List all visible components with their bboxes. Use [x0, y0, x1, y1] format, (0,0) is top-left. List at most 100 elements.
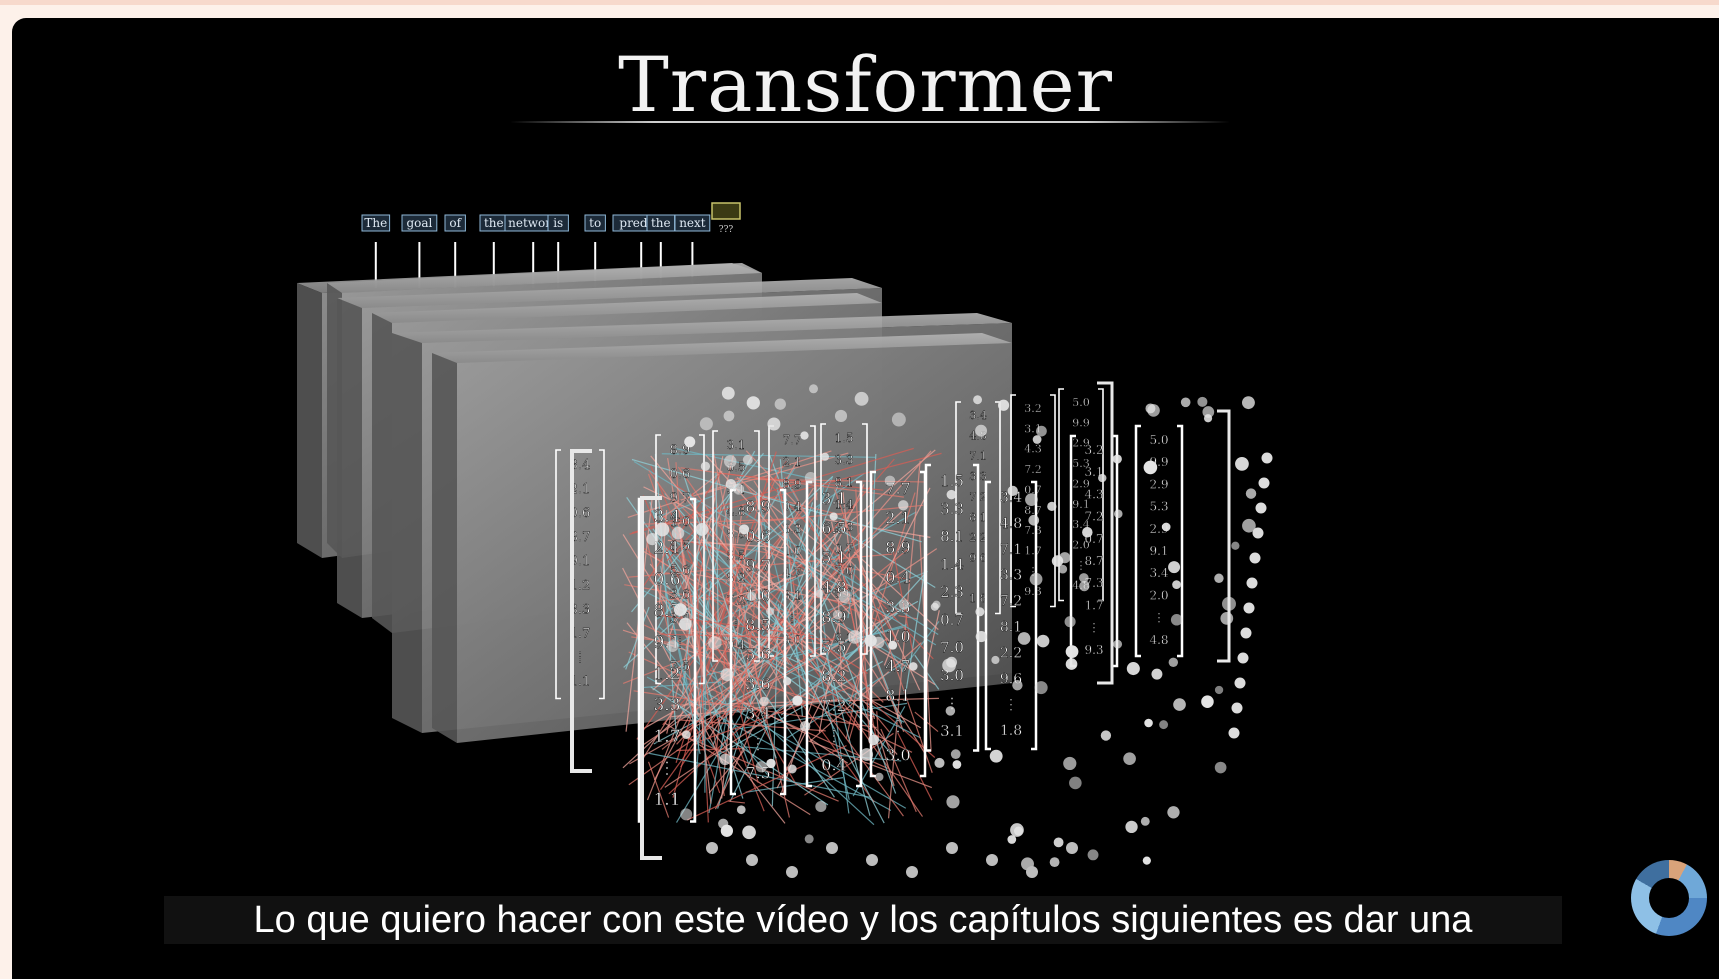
vector-value: 1.4	[834, 498, 853, 512]
vector-value: 5.5	[726, 549, 745, 563]
attention-line	[785, 476, 868, 629]
svg-text:The: The	[364, 216, 387, 230]
vector-value: 3.2	[1024, 402, 1042, 415]
neuron-dot	[1214, 761, 1227, 774]
neuron-dot	[746, 396, 760, 410]
svg-text:goal: goal	[406, 216, 432, 230]
vector-value: 0.4	[726, 638, 745, 652]
neuron-dot	[1034, 681, 1048, 695]
neuron-dot	[975, 607, 985, 617]
neuron-dot	[975, 630, 987, 643]
neuron-dot	[673, 603, 687, 617]
vector-value: 4.3	[1024, 443, 1042, 456]
neuron-dot	[1113, 509, 1123, 519]
attention-line	[776, 487, 850, 801]
vector-value: ⋮	[890, 716, 906, 735]
vector-value: 2.3	[834, 520, 853, 534]
neuron-dot	[767, 417, 781, 431]
attention-line	[625, 606, 650, 670]
vector-value: 3.1	[726, 438, 745, 452]
vector-value: 3.0	[782, 633, 801, 647]
neuron-dot	[1065, 645, 1079, 658]
attention-line	[740, 580, 759, 713]
neuron-dot	[1036, 634, 1050, 648]
neuron-dot	[989, 749, 1003, 763]
attention-line	[667, 539, 786, 549]
neuron-dot	[1036, 425, 1047, 437]
vector-value: 1.7	[570, 626, 591, 641]
neuron-dot	[755, 761, 767, 773]
vector-value: 7.2	[726, 593, 745, 607]
neuron-dot	[952, 760, 962, 769]
vector-value: 3.6	[670, 587, 691, 602]
matrix-bracket-left	[570, 449, 592, 773]
vector-value: 1.7	[653, 727, 680, 747]
attention-line	[681, 511, 917, 643]
neuron-dot	[1258, 477, 1270, 489]
attention-line	[716, 660, 884, 757]
matrix-bracket-right	[1097, 381, 1114, 685]
neuron-dot	[1126, 662, 1140, 676]
vector-value: 7.2	[821, 696, 846, 715]
attention-line	[686, 745, 847, 821]
neuron-dot	[1231, 541, 1240, 550]
loading-spinner-icon	[1631, 860, 1707, 936]
vector-value: 3.4	[653, 507, 680, 527]
neuron-dot	[681, 730, 691, 740]
vector-column: 7.72.18.90.43.31.04.78.1⋮3.0	[768, 425, 816, 657]
neuron-dot	[766, 758, 776, 769]
vector-value: 3.4	[969, 409, 987, 422]
neuron-dot	[1172, 580, 1181, 589]
neuron-dot	[1007, 485, 1018, 497]
vector-value: 7.0	[834, 564, 853, 578]
neuron-dot	[934, 757, 945, 768]
vector-value: ⋮	[1028, 565, 1039, 578]
neuron-dot	[804, 834, 814, 844]
attention-line	[745, 450, 900, 613]
vector-value: 9.7	[745, 556, 770, 575]
attention-line	[898, 615, 918, 620]
neuron-dot	[792, 695, 803, 706]
attention-line	[708, 515, 765, 814]
vector-value: 9.3	[1084, 643, 1103, 657]
vector-value: 4.8	[1000, 516, 1022, 532]
page-top-strip	[0, 0, 1719, 5]
neuron-dot	[671, 526, 685, 540]
vector-value: 2.1	[653, 538, 680, 558]
token-label: next	[674, 214, 711, 288]
attention-line	[667, 457, 705, 684]
vector-value: 5.6	[670, 563, 691, 578]
neuron-dot	[1140, 816, 1150, 826]
attention-line	[848, 710, 859, 742]
neuron-dot	[1237, 652, 1249, 664]
vector-value: ⋮	[826, 726, 842, 745]
vector-value: 8.1	[1000, 620, 1022, 636]
neuron-dot	[848, 630, 862, 644]
neuron-dot	[884, 475, 896, 487]
neuron-dot	[1180, 397, 1191, 408]
vector-value: ⋮	[659, 759, 676, 779]
neuron-dot	[1201, 695, 1214, 708]
vector-value: 5.5	[821, 637, 846, 656]
vector-value: ⋮	[786, 611, 798, 625]
vector-value: 9.1	[1072, 498, 1090, 511]
vector-value: 5.0	[1072, 396, 1090, 409]
neuron-dot	[1168, 657, 1179, 667]
neuron-dot	[1246, 577, 1258, 589]
vector-value: 4.8	[821, 578, 846, 597]
vector-column: 7.72.18.90.43.31.04.78.1⋮3.0	[869, 470, 927, 778]
attention-line	[677, 703, 718, 752]
vector-value: 3.0	[885, 745, 910, 764]
attention-line	[626, 622, 786, 824]
neuron-dot	[1025, 493, 1038, 507]
attention-line	[672, 498, 884, 703]
neuron-dot	[1252, 527, 1264, 539]
neuron-dot	[1069, 776, 1082, 790]
vector-value: 5.0	[1149, 433, 1168, 447]
vector-value: 0.7	[834, 542, 853, 556]
attention-line	[834, 489, 933, 773]
attention-line	[654, 454, 678, 741]
vector-column: 3.42.10.68.79.11.23.31.7⋮1.1	[555, 449, 605, 700]
neuron-dot	[864, 634, 877, 647]
